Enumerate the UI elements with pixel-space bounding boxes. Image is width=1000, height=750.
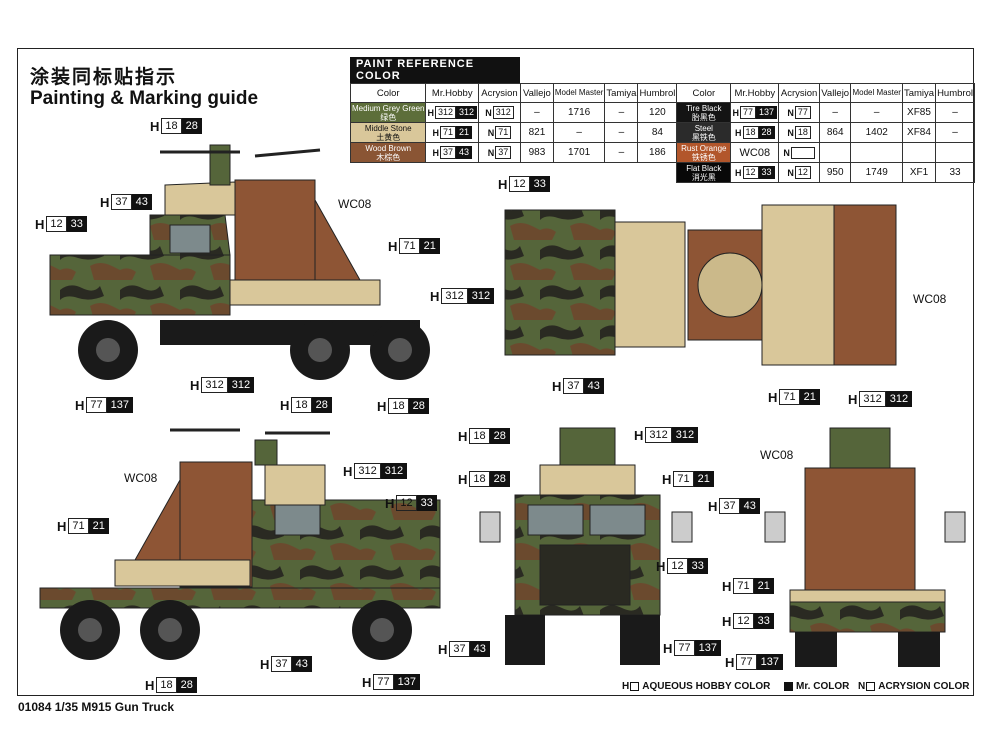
paint-reference-table: PAINT REFERENCE COLOR Color Mr.Hobby Acr… bbox=[349, 57, 975, 183]
paint-table-heading: PAINT REFERENCE COLOR bbox=[350, 57, 520, 83]
col-humbrol-2: Humbrol bbox=[935, 83, 975, 103]
guide-frame bbox=[17, 48, 974, 696]
callout-wc08: WC08 bbox=[338, 197, 372, 211]
top-view bbox=[504, 204, 897, 366]
legend-mr-color: Mr. COLOR bbox=[784, 681, 849, 692]
callout-wc08: WC08 bbox=[124, 471, 158, 485]
rear-view bbox=[764, 427, 966, 667]
page-title-cn: 涂装同标贴指示 bbox=[30, 66, 178, 88]
col-acrysion: Acrysion bbox=[478, 83, 521, 103]
side-view-right bbox=[49, 144, 430, 380]
callout-wc08: WC08 bbox=[760, 448, 794, 462]
footer-product-code: 01084 1/35 M915 Gun Truck bbox=[18, 700, 175, 714]
callout-wc08: WC08 bbox=[913, 292, 947, 306]
col-humbrol: Humbrol bbox=[637, 83, 678, 103]
paint-table-header-row: Color Mr.Hobby Acrysion Vallejo Model Ma… bbox=[349, 83, 975, 103]
front-view bbox=[479, 427, 693, 665]
side-view-left bbox=[39, 428, 441, 660]
page-title-en: Painting & Marking guide bbox=[30, 88, 259, 109]
